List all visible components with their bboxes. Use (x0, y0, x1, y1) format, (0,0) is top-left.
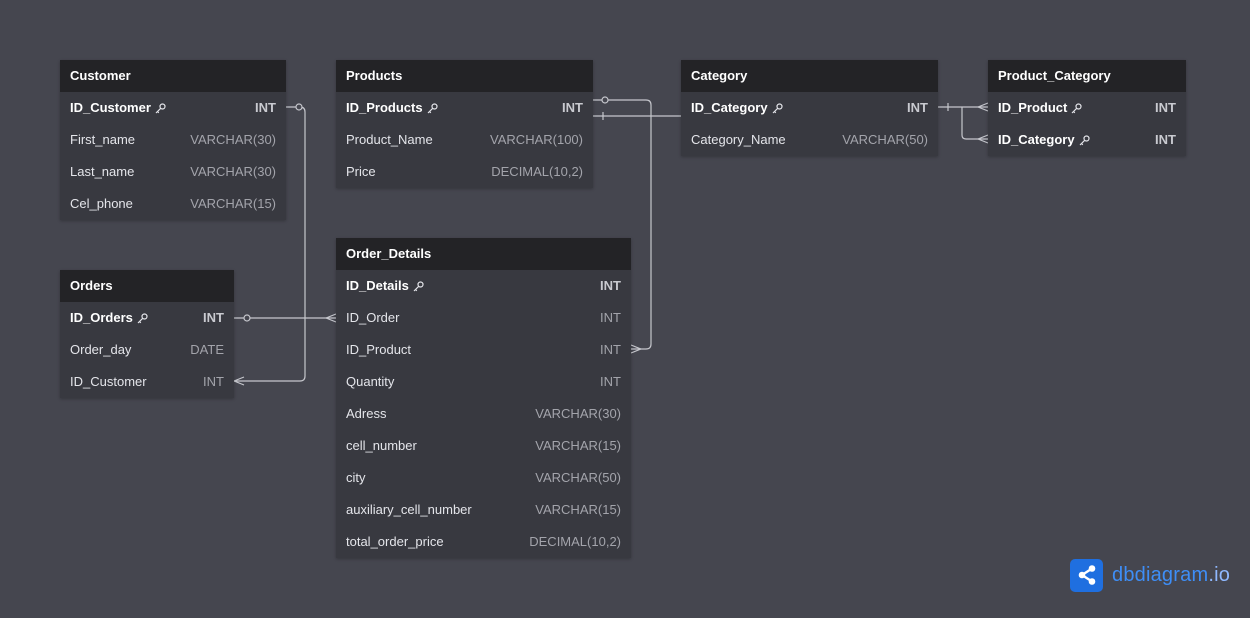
field-name: ID_Product (346, 342, 412, 357)
field-type: INT (562, 100, 583, 115)
key-icon (772, 102, 783, 114)
table-header[interactable]: Products (336, 60, 593, 92)
field-type: INT (255, 100, 276, 115)
table-product-category[interactable]: Product_Category ID_Product INT ID_Categ… (988, 60, 1186, 156)
field-row[interactable]: ID_Order INT (336, 302, 631, 334)
field-name: cell_number (346, 438, 417, 453)
field-row[interactable]: ID_Category INT (681, 92, 938, 124)
table-order-details[interactable]: Order_Details ID_Details INT ID_Order IN… (336, 238, 631, 558)
field-type: INT (600, 278, 621, 293)
field-type: INT (1155, 100, 1176, 115)
field-name: ID_Customer (70, 100, 151, 115)
field-type: VARCHAR(15) (190, 196, 276, 211)
table-header[interactable]: Category (681, 60, 938, 92)
field-type: INT (600, 342, 621, 357)
table-products[interactable]: Products ID_Products INT Product_Name VA… (336, 60, 593, 188)
brand-name-main: dbdiagram (1112, 563, 1209, 586)
brand-name: dbdiagram.io (1112, 564, 1230, 587)
field-type: INT (907, 100, 928, 115)
key-icon (427, 102, 438, 114)
field-row[interactable]: Quantity INT (336, 366, 631, 398)
field-row[interactable]: ID_Product INT (988, 92, 1186, 124)
table-category[interactable]: Category ID_Category INT Category_Name V… (681, 60, 938, 156)
field-name: ID_Category (691, 100, 768, 115)
field-type: DECIMAL(10,2) (529, 534, 621, 549)
key-icon (1079, 134, 1090, 146)
relation-products-category[interactable] (593, 112, 681, 120)
field-row[interactable]: ID_Details INT (336, 270, 631, 302)
field-name: ID_Category (998, 132, 1075, 147)
field-row[interactable]: Last_name VARCHAR(30) (60, 156, 286, 188)
table-customer[interactable]: Customer ID_Customer INT First_name VARC… (60, 60, 286, 220)
field-name: Last_name (70, 164, 135, 179)
relation-category-productcategory[interactable] (938, 102, 989, 144)
field-type: VARCHAR(50) (535, 470, 621, 485)
field-name: city (346, 470, 366, 485)
field-row[interactable]: Adress VARCHAR(30) (336, 398, 631, 430)
field-type: VARCHAR(15) (535, 438, 621, 453)
field-row[interactable]: cell_number VARCHAR(15) (336, 430, 631, 462)
field-type: VARCHAR(30) (190, 132, 276, 147)
field-name: Product_Name (346, 132, 433, 147)
table-header[interactable]: Order_Details (336, 238, 631, 270)
relation-orders-orderdetails[interactable] (234, 313, 337, 323)
field-name: total_order_price (346, 534, 444, 549)
field-type: VARCHAR(15) (535, 502, 621, 517)
field-type: INT (600, 310, 621, 325)
field-name: ID_Product (998, 100, 1068, 115)
field-name: ID_Order (346, 310, 400, 325)
field-type: VARCHAR(30) (535, 406, 621, 421)
field-name: ID_Products (346, 100, 423, 115)
table-header[interactable]: Product_Category (988, 60, 1186, 92)
field-type: VARCHAR(50) (842, 132, 928, 147)
field-row[interactable]: ID_Customer INT (60, 366, 234, 398)
field-row[interactable]: Order_day DATE (60, 334, 234, 366)
field-name: Price (346, 164, 376, 179)
field-name: ID_Details (346, 278, 409, 293)
field-row[interactable]: ID_Product INT (336, 334, 631, 366)
field-name: First_name (70, 132, 136, 147)
field-row[interactable]: Category_Name VARCHAR(50) (681, 124, 938, 156)
field-name: auxiliary_cell_number (346, 502, 472, 517)
field-row[interactable]: Price DECIMAL(10,2) (336, 156, 593, 188)
share-icon (1070, 558, 1103, 592)
brand-logo[interactable]: dbdiagram.io (1070, 558, 1230, 592)
field-row[interactable]: ID_Orders INT (60, 302, 234, 334)
table-header[interactable]: Orders (60, 270, 234, 302)
key-icon (413, 280, 424, 292)
field-row[interactable]: city VARCHAR(50) (336, 462, 631, 494)
field-type: INT (203, 374, 224, 389)
field-row[interactable]: ID_Products INT (336, 92, 593, 124)
field-type: INT (203, 310, 224, 325)
field-name: Category_Name (691, 132, 786, 147)
field-type: INT (600, 374, 621, 389)
field-row[interactable]: ID_Category INT (988, 124, 1186, 156)
table-orders[interactable]: Orders ID_Orders INT Order_day DATE ID_C… (60, 270, 234, 398)
field-type: VARCHAR(30) (190, 164, 276, 179)
field-row[interactable]: ID_Customer INT (60, 92, 286, 124)
field-row[interactable]: auxiliary_cell_number VARCHAR(15) (336, 494, 631, 526)
key-icon (137, 312, 148, 324)
field-type: DATE (190, 342, 224, 357)
field-type: INT (1155, 132, 1176, 147)
field-name: Order_day (70, 342, 132, 357)
brand-name-tld: .io (1208, 563, 1231, 586)
field-row[interactable]: First_name VARCHAR(30) (60, 124, 286, 156)
key-icon (155, 102, 166, 114)
field-type: VARCHAR(100) (490, 132, 583, 147)
field-name: Cel_phone (70, 196, 133, 211)
field-name: ID_Orders (70, 310, 133, 325)
field-row[interactable]: Cel_phone VARCHAR(15) (60, 188, 286, 220)
field-name: Adress (346, 406, 387, 421)
field-row[interactable]: total_order_price DECIMAL(10,2) (336, 526, 631, 558)
field-name: Quantity (346, 374, 395, 389)
key-icon (1071, 102, 1082, 114)
field-name: ID_Customer (70, 374, 147, 389)
field-row[interactable]: Product_Name VARCHAR(100) (336, 124, 593, 156)
table-header[interactable]: Customer (60, 60, 286, 92)
field-type: DECIMAL(10,2) (491, 164, 583, 179)
